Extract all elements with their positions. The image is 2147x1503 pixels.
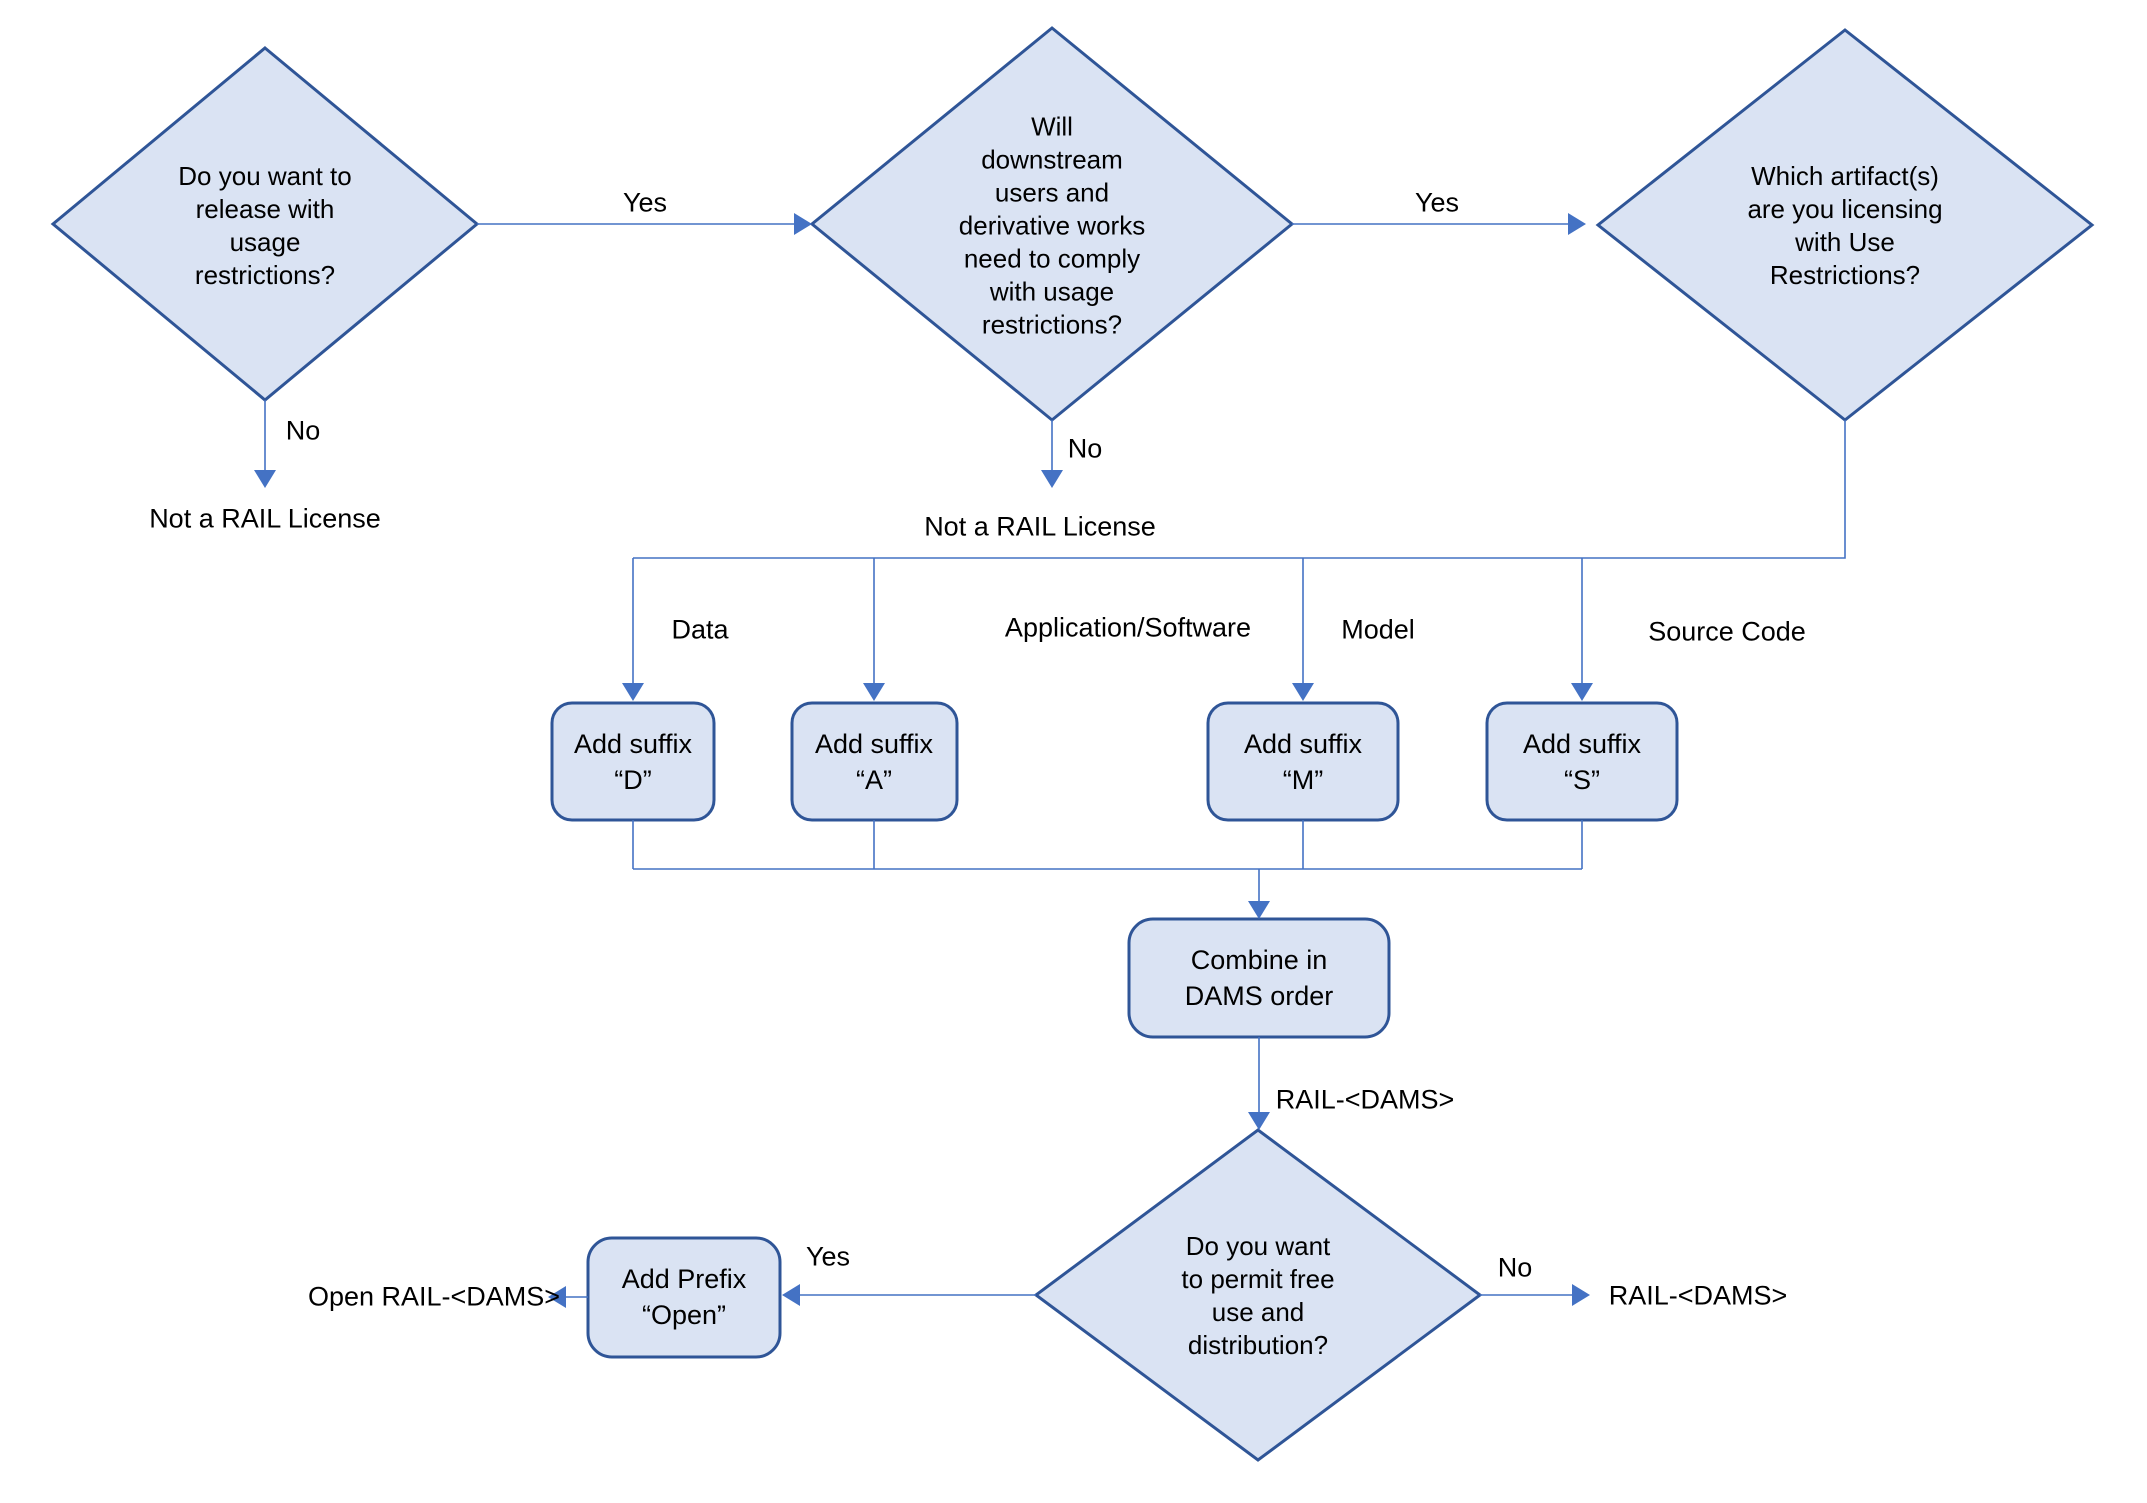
edge-label-no-1: No: [285, 415, 321, 446]
edge-label-model: Model: [1341, 614, 1415, 645]
suffix-m-label: Add suffix “M”: [1243, 729, 1363, 795]
arrowhead-yes-3: [782, 1284, 800, 1306]
edge-label-data: Data: [671, 614, 729, 645]
edge-label-no-3: No: [1497, 1252, 1533, 1283]
q-downstream-label: Will downstream users and derivative wor…: [958, 111, 1146, 340]
q-usage-label: Do you want to release with usage restri…: [178, 161, 352, 290]
terminal-not-rail-2: Not a RAIL License: [924, 511, 1156, 542]
edge-label-source-code: Source Code: [1648, 616, 1806, 647]
arrowhead-branch-app: [863, 683, 885, 701]
terminal-not-rail-1: Not a RAIL License: [149, 503, 381, 534]
arrowhead-merge-drop: [1248, 901, 1270, 919]
edge-label-yes-2: Yes: [1414, 187, 1460, 218]
add-prefix-open-label: Add Prefix “Open”: [621, 1264, 747, 1330]
combine-dams-label: Combine in DAMS order: [1184, 945, 1334, 1011]
arrowhead-no-3: [1572, 1284, 1590, 1306]
terminal-open-rail-dams: Open RAIL-<DAMS>: [307, 1281, 561, 1312]
edge-label-yes-1: Yes: [622, 187, 668, 218]
arrowhead-branch-data: [622, 683, 644, 701]
suffix-d-label: Add suffix “D”: [573, 729, 693, 795]
arrowhead-open-rail: [548, 1286, 566, 1308]
arrowhead-yes-1: [794, 213, 812, 235]
arrowhead-branch-model: [1292, 683, 1314, 701]
edge-label-application-software: Application/Software: [1004, 612, 1252, 643]
edge-label-yes-3: Yes: [805, 1241, 851, 1272]
q-artifacts-label: Which artifact(s) are you licensing with…: [1747, 161, 1943, 290]
edge-label-rail-dams-mid: RAIL-<DAMS>: [1275, 1084, 1455, 1115]
arrowhead-yes-2: [1568, 213, 1586, 235]
terminal-rail-dams: RAIL-<DAMS>: [1608, 1280, 1788, 1311]
suffix-s-label: Add suffix “S”: [1522, 729, 1642, 795]
connector-artifacts-branch-line: [633, 420, 1846, 559]
decision-free-use-diamond: [1033, 1128, 1483, 1462]
arrowhead-rail-dams: [1248, 1112, 1270, 1130]
arrowhead-branch-source: [1571, 683, 1593, 701]
q-free-use-label: Do you want to permit free use and distr…: [1181, 1231, 1335, 1360]
arrowhead-no-1: [254, 470, 276, 488]
suffix-a-label: Add suffix “A”: [814, 729, 934, 795]
edge-label-no-2: No: [1067, 433, 1103, 464]
arrowhead-no-2: [1041, 470, 1063, 488]
